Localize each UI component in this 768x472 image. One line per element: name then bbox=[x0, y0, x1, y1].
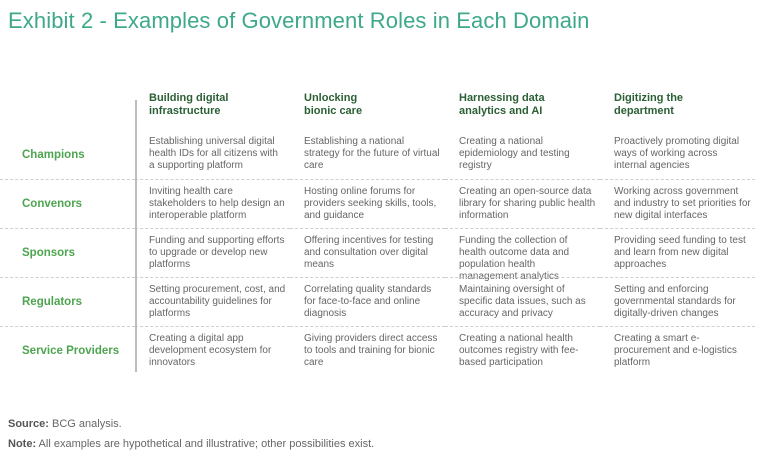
note-line: Note: All examples are hypothetical and … bbox=[8, 438, 374, 450]
table-cell: Maintaining oversight of specific data i… bbox=[445, 277, 600, 326]
table-cell: Establishing a national strategy for the… bbox=[304, 136, 440, 171]
table-cell: Setting and enforcing governmental stand… bbox=[600, 277, 755, 326]
source-label: Source: bbox=[8, 418, 49, 430]
row-label-sponsors: Sponsors bbox=[0, 228, 135, 277]
column-header-infrastructure: Building digital infrastructure bbox=[149, 92, 229, 117]
table-cell: Offering incentives for testing and cons… bbox=[290, 228, 445, 277]
table-cell: Inviting health care stakeholders to hel… bbox=[135, 179, 290, 228]
table-divider-line bbox=[135, 100, 137, 372]
table-cell: Giving providers direct access to tools … bbox=[290, 326, 445, 375]
source-line: Source: BCG analysis. bbox=[8, 418, 122, 430]
source-text: BCG analysis. bbox=[48, 418, 122, 430]
table-cell: Hosting online forums for providers seek… bbox=[290, 179, 445, 228]
row-label-convenors: Convenors bbox=[0, 179, 135, 228]
table-cell: Setting procurement, cost, and accountab… bbox=[135, 277, 290, 326]
note-text: All examples are hypothetical and illust… bbox=[36, 438, 375, 450]
table-cell: Creating a digital app development ecosy… bbox=[135, 326, 290, 375]
table-cell: Establishing universal digital health ID… bbox=[149, 136, 278, 171]
table-cell: Working across government and industry t… bbox=[600, 179, 755, 228]
table-cell: Creating an open-source data library for… bbox=[445, 179, 600, 228]
table-cell: Proactively promoting digital ways of wo… bbox=[614, 136, 740, 171]
header-corner bbox=[0, 92, 135, 130]
table-cell: Creating a national health outcomes regi… bbox=[445, 326, 600, 375]
table-cell: Correlating quality standards for face-t… bbox=[290, 277, 445, 326]
roles-table: Building digital infrastructure Unlockin… bbox=[0, 92, 755, 375]
note-label: Note: bbox=[8, 438, 37, 450]
row-label-regulators: Regulators bbox=[0, 277, 135, 326]
table-cell: Funding the collection of health outcome… bbox=[445, 228, 600, 282]
table-cell: Creating a national epidemiology and tes… bbox=[459, 136, 570, 171]
table-cell: Funding and supporting efforts to upgrad… bbox=[135, 228, 290, 277]
row-label-champions: Champions bbox=[22, 148, 85, 161]
column-header-data-analytics: Harnessing data analytics and AI bbox=[459, 92, 545, 117]
column-header-bionic-care: Unlocking bionic care bbox=[304, 92, 363, 117]
exhibit-title: Exhibit 2 - Examples of Government Roles… bbox=[8, 8, 590, 33]
table-cell: Providing seed funding to test and learn… bbox=[600, 228, 755, 277]
table-cell: Creating a smart e-procurement and e-log… bbox=[600, 326, 755, 375]
column-header-department: Digitizing the department bbox=[614, 92, 684, 117]
row-label-service-providers: Service Providers bbox=[0, 326, 135, 375]
